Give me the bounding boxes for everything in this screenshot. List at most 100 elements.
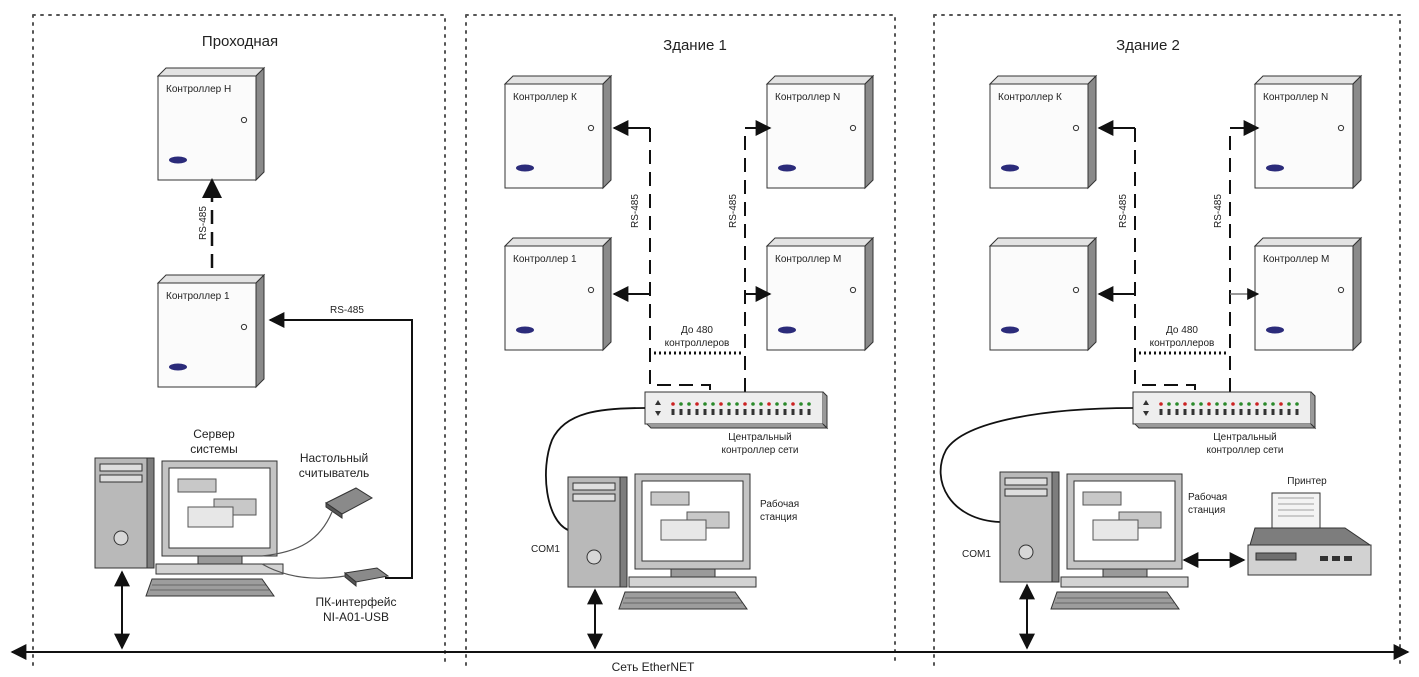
- svg-text:Контроллер N: Контроллер N: [1263, 92, 1328, 103]
- port-icon: [711, 409, 715, 415]
- port-icon: [1255, 409, 1259, 415]
- led-icon: [735, 402, 739, 406]
- led-icon: [1255, 402, 1259, 406]
- led-icon: [727, 402, 731, 406]
- com-cable-b2: [939, 407, 1134, 523]
- up-to-label-b1-2: контроллеров: [665, 338, 730, 349]
- port-icon: [671, 409, 675, 415]
- port-icon: [1175, 409, 1179, 415]
- server-label-2: системы: [190, 442, 238, 456]
- port-icon: [1271, 409, 1275, 415]
- zone-building2: Здание 2: [933, 14, 1401, 666]
- led-icon: [1223, 402, 1227, 406]
- port-icon: [751, 409, 755, 415]
- desktop-reader: [325, 487, 373, 519]
- port-icon: [679, 409, 683, 415]
- controller-m-b2: Контроллер М: [1254, 237, 1362, 351]
- led-icon: [703, 402, 707, 406]
- workstation-label-b2-1: Рабочая: [1188, 491, 1227, 503]
- server-monitor: [145, 460, 284, 597]
- server-tower: [94, 457, 155, 569]
- rs485-label-b2-right: RS-485: [1213, 194, 1224, 228]
- led-icon: [1175, 402, 1179, 406]
- svg-text:Контроллер 1: Контроллер 1: [166, 291, 230, 302]
- zone-border-building1: [465, 14, 896, 666]
- led-icon: [1231, 402, 1235, 406]
- rs485-link-interface: [268, 312, 413, 579]
- building2-devices: Контроллер К Контроллер N Контроллер М R…: [939, 75, 1372, 650]
- port-icon: [1199, 409, 1203, 415]
- zone-prokhodnaya: Проходная: [32, 14, 446, 666]
- port-icon: [783, 409, 787, 415]
- central-label-b1-1: Центральный: [728, 432, 792, 443]
- led-icon: [1215, 402, 1219, 406]
- controller-1-b1: Контроллер 1: [504, 237, 612, 351]
- port-icon: [1239, 409, 1243, 415]
- com-port-b2: COM1: [962, 549, 991, 560]
- port-icon: [695, 409, 699, 415]
- com-port-b1: COM1: [531, 544, 560, 555]
- led-icon: [1191, 402, 1195, 406]
- up-to-label-b2-1: До 480: [1166, 325, 1198, 336]
- led-icon: [1295, 402, 1299, 406]
- led-icon: [695, 402, 699, 406]
- usb-interface: [343, 567, 390, 588]
- workstation-tower-b1: [567, 476, 628, 588]
- central-label-b1-2: контроллер сети: [721, 445, 798, 456]
- port-icon: [1183, 409, 1187, 415]
- led-icon: [719, 402, 723, 406]
- com-cable-b1: [545, 407, 646, 531]
- interface-label-1: ПК-интерфейс: [316, 595, 397, 609]
- led-icon: [783, 402, 787, 406]
- svg-text:Контроллер Н: Контроллер Н: [166, 84, 231, 95]
- port-icon: [767, 409, 771, 415]
- port-icon: [1279, 409, 1283, 415]
- bus-left-b2: [1134, 128, 1196, 392]
- printer-label: Принтер: [1287, 476, 1327, 487]
- port-icon: [775, 409, 779, 415]
- status-arrows-icon: [1143, 400, 1149, 416]
- workstation-monitor-b1: [618, 473, 757, 610]
- port-icon: [1263, 409, 1267, 415]
- port-icon: [1191, 409, 1195, 415]
- central-label-b2-1: Центральный: [1213, 432, 1277, 443]
- led-icon: [1199, 402, 1203, 406]
- zone-building1: Здание 1: [465, 14, 896, 666]
- building1-devices: Контроллер К Контроллер N Контроллер 1 К…: [504, 75, 874, 650]
- prokhodnaya-devices: Контроллер Н Контроллер 1 RS-485 RS-485 …: [94, 67, 413, 650]
- workstation-tower-b2: [999, 471, 1060, 583]
- controller-1: Контроллер 1: [157, 274, 265, 388]
- zone-border-prokhodnaya: [32, 14, 446, 666]
- port-icon: [1167, 409, 1171, 415]
- led-icon: [1239, 402, 1243, 406]
- status-arrows-icon: [655, 400, 661, 416]
- workstation-label-b2-2: станция: [1188, 505, 1225, 516]
- workstation-label-b1-1: Рабочая: [760, 498, 799, 510]
- port-icon: [1287, 409, 1291, 415]
- led-icon: [807, 402, 811, 406]
- led-icon: [799, 402, 803, 406]
- bus-left-b1: [649, 128, 711, 392]
- zone-border-building2: [933, 14, 1401, 666]
- led-icon: [1279, 402, 1283, 406]
- usb-cable: [261, 563, 346, 579]
- port-icon: [1223, 409, 1227, 415]
- controller-k-b1: Контроллер К: [504, 75, 612, 189]
- controller-m-b1: Контроллер М: [766, 237, 874, 351]
- svg-text:Контроллер К: Контроллер К: [998, 92, 1062, 103]
- led-icon: [775, 402, 779, 406]
- rs485-label-p: RS-485: [198, 206, 209, 240]
- reader-label-2: считыватель: [299, 466, 369, 480]
- svg-text:Контроллер М: Контроллер М: [1263, 254, 1329, 265]
- port-icon: [1207, 409, 1211, 415]
- port-icon: [807, 409, 811, 415]
- workstation-monitor-b2: [1050, 473, 1189, 610]
- led-icon: [743, 402, 747, 406]
- led-icon: [767, 402, 771, 406]
- up-to-label-b1-1: До 480: [681, 325, 713, 336]
- led-icon: [1183, 402, 1187, 406]
- led-icon: [751, 402, 755, 406]
- led-icon: [1287, 402, 1291, 406]
- ethernet-bus: Сеть EtherNET: [10, 644, 1410, 674]
